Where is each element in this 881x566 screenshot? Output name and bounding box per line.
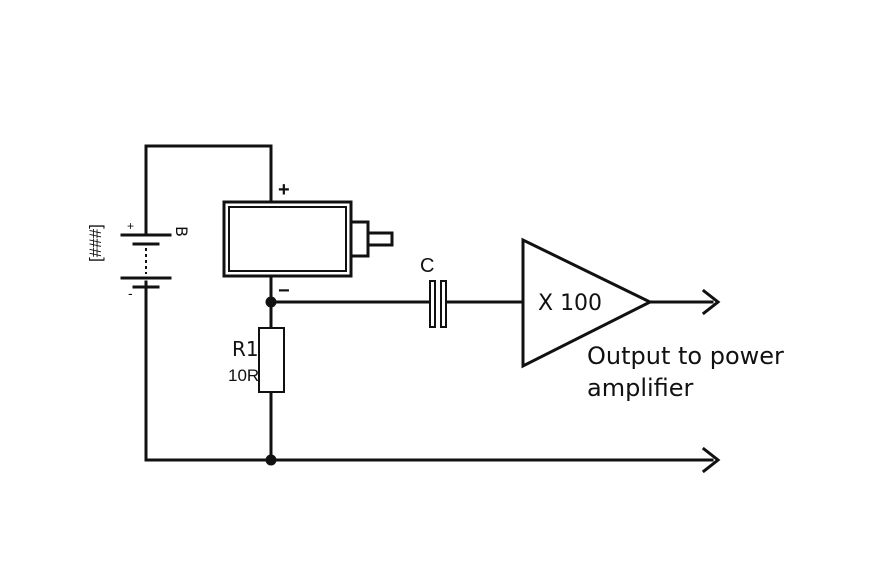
battery-label: B [172,226,191,237]
microphone: + − [222,179,394,302]
junction-node-top [265,296,277,308]
capacitor-plate-right [440,280,447,328]
wires [144,144,714,462]
amplifier: X 100 [521,237,654,369]
battery-minus-sign: - [128,285,133,301]
wire-battery-bottom [144,280,714,462]
ground-arrow [701,446,721,474]
microphone-plunger-base [349,220,370,258]
battery: + - B [###] [86,219,191,301]
microphone-body-inner [228,206,347,272]
microphone-plunger-rod [366,231,394,247]
amplifier-triangle [521,237,654,369]
microphone-body-outer [222,200,353,278]
capacitor: C [420,255,447,328]
wire-battery-top [144,144,273,237]
capacitor-plate-left [429,280,436,328]
battery-plus-sign: + [127,219,134,233]
battery-voltage-label: [###] [86,224,105,262]
capacitor-label: C [420,255,434,277]
output-arrow [701,288,721,316]
output-label-line2: amplifier [587,374,694,402]
resistor-name: R1 [232,337,259,361]
resistor: R1 10R [228,327,285,393]
junction-node-bottom [265,454,277,466]
output-label-line1: Output to power [587,342,784,370]
microphone-plus-sign: + [278,179,290,201]
microphone-minus-sign: − [278,280,290,302]
resistor-value: 10R [228,366,259,385]
amplifier-gain-label: X 100 [538,291,602,316]
resistor-body [258,327,285,393]
